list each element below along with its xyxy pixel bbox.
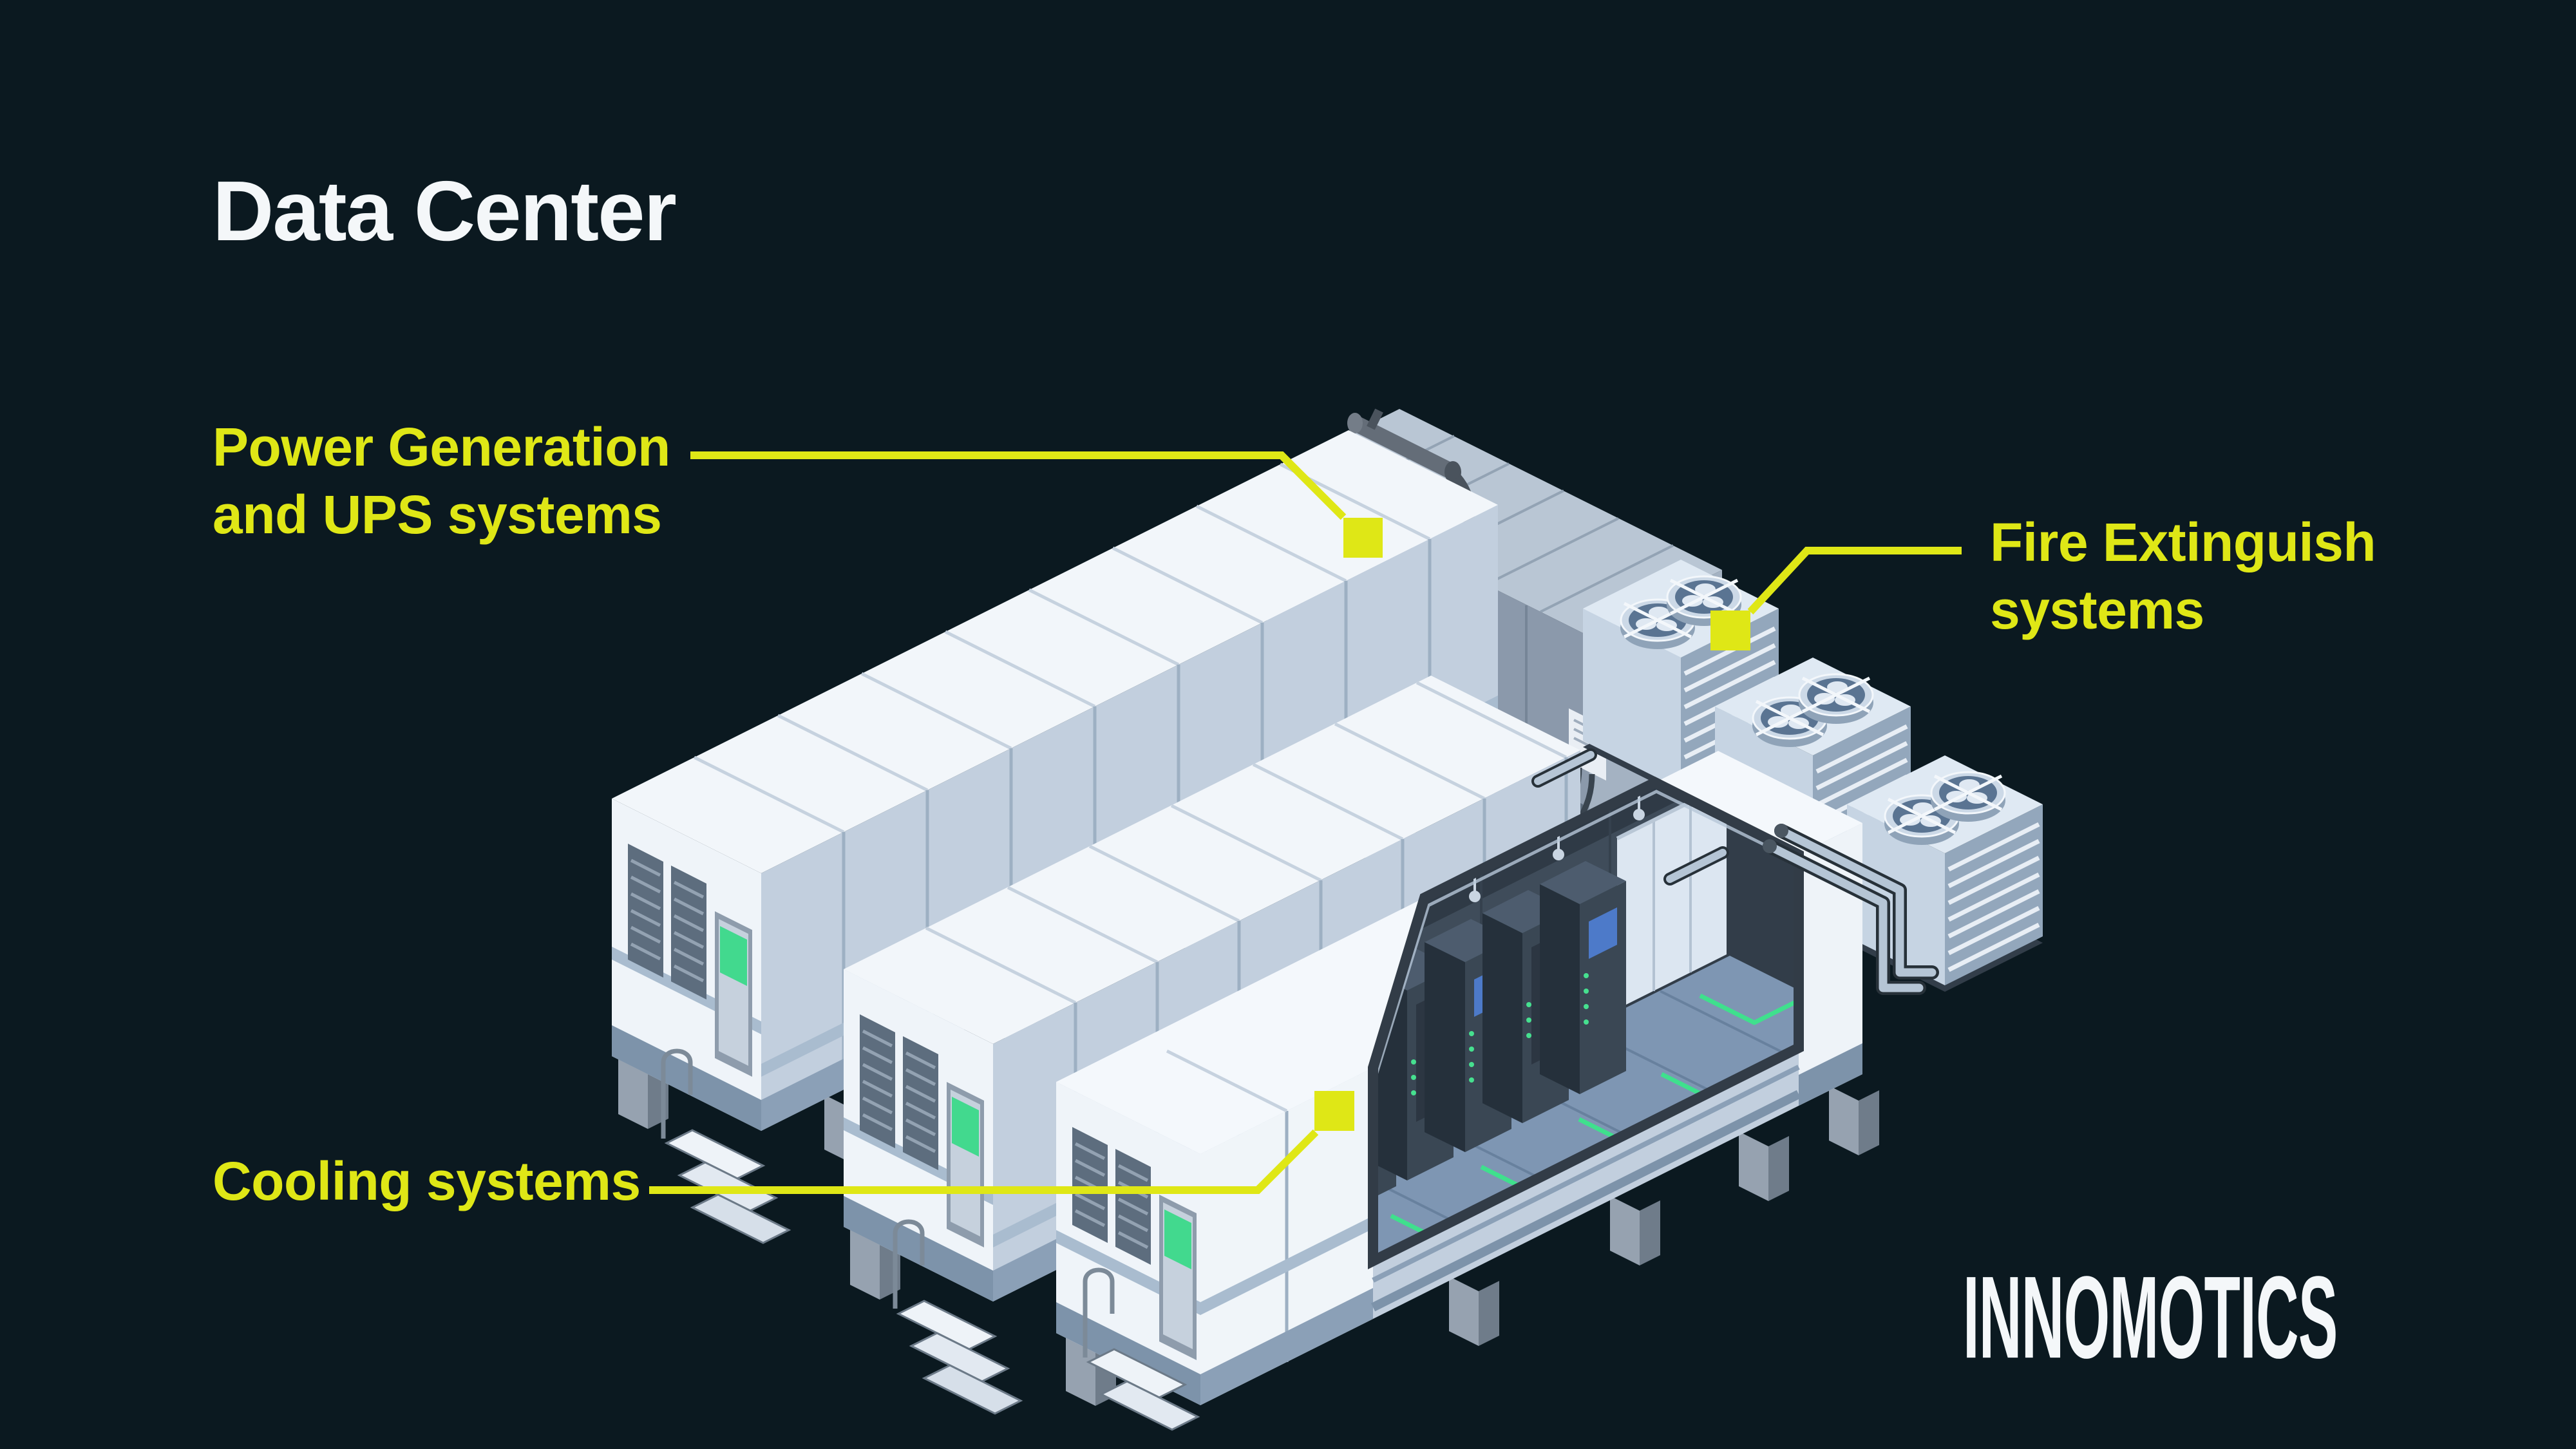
label-fire-line1: Fire Extinguish <box>1990 512 2376 573</box>
open-module-legs <box>1066 1086 1879 1406</box>
cooling-callout-line <box>649 1129 1319 1194</box>
label-cooling-line1: Cooling systems <box>213 1151 641 1211</box>
module-1-door <box>715 911 752 1077</box>
innomotics-logo: INNOMOTICS <box>1963 1252 2338 1383</box>
power-callout-line <box>690 451 1347 520</box>
open-module-door <box>1159 1195 1197 1360</box>
module-2-vent <box>860 1014 938 1170</box>
module-2-roof-seams <box>925 681 1567 1005</box>
label-cooling-systems: Cooling systems <box>213 1148 641 1215</box>
open-module-steps <box>1083 1267 1200 1431</box>
label-power-generation: Power Generation and UPS systems <box>213 413 670 549</box>
server-rack <box>1540 861 1626 1094</box>
callout-cooling <box>649 1091 1354 1194</box>
label-power-line2: and UPS systems <box>213 484 662 545</box>
module-1-vent <box>628 844 706 999</box>
label-power-line1: Power Generation <box>213 417 670 477</box>
module-1-roof-seams <box>693 462 1431 834</box>
power-callout-marker <box>1343 518 1383 558</box>
label-fire-extinguish: Fire Extinguish systems <box>1990 509 2376 644</box>
callout-fire <box>1710 547 1962 650</box>
callout-power <box>690 451 1383 558</box>
label-fire-line2: systems <box>1990 580 2204 640</box>
page-title: Data Center <box>213 164 677 258</box>
module-2-door <box>947 1082 984 1247</box>
module-2-steps <box>893 1219 1023 1415</box>
cooling-pipes <box>1531 748 1939 995</box>
open-module-vent <box>1072 1127 1151 1265</box>
cooling-callout-marker <box>1314 1091 1354 1131</box>
fire-callout-marker <box>1710 611 1750 650</box>
chiller-fan-icon <box>1798 673 1874 724</box>
chiller-fan-icon <box>1930 771 2006 822</box>
fire-callout-line <box>1747 547 1962 615</box>
